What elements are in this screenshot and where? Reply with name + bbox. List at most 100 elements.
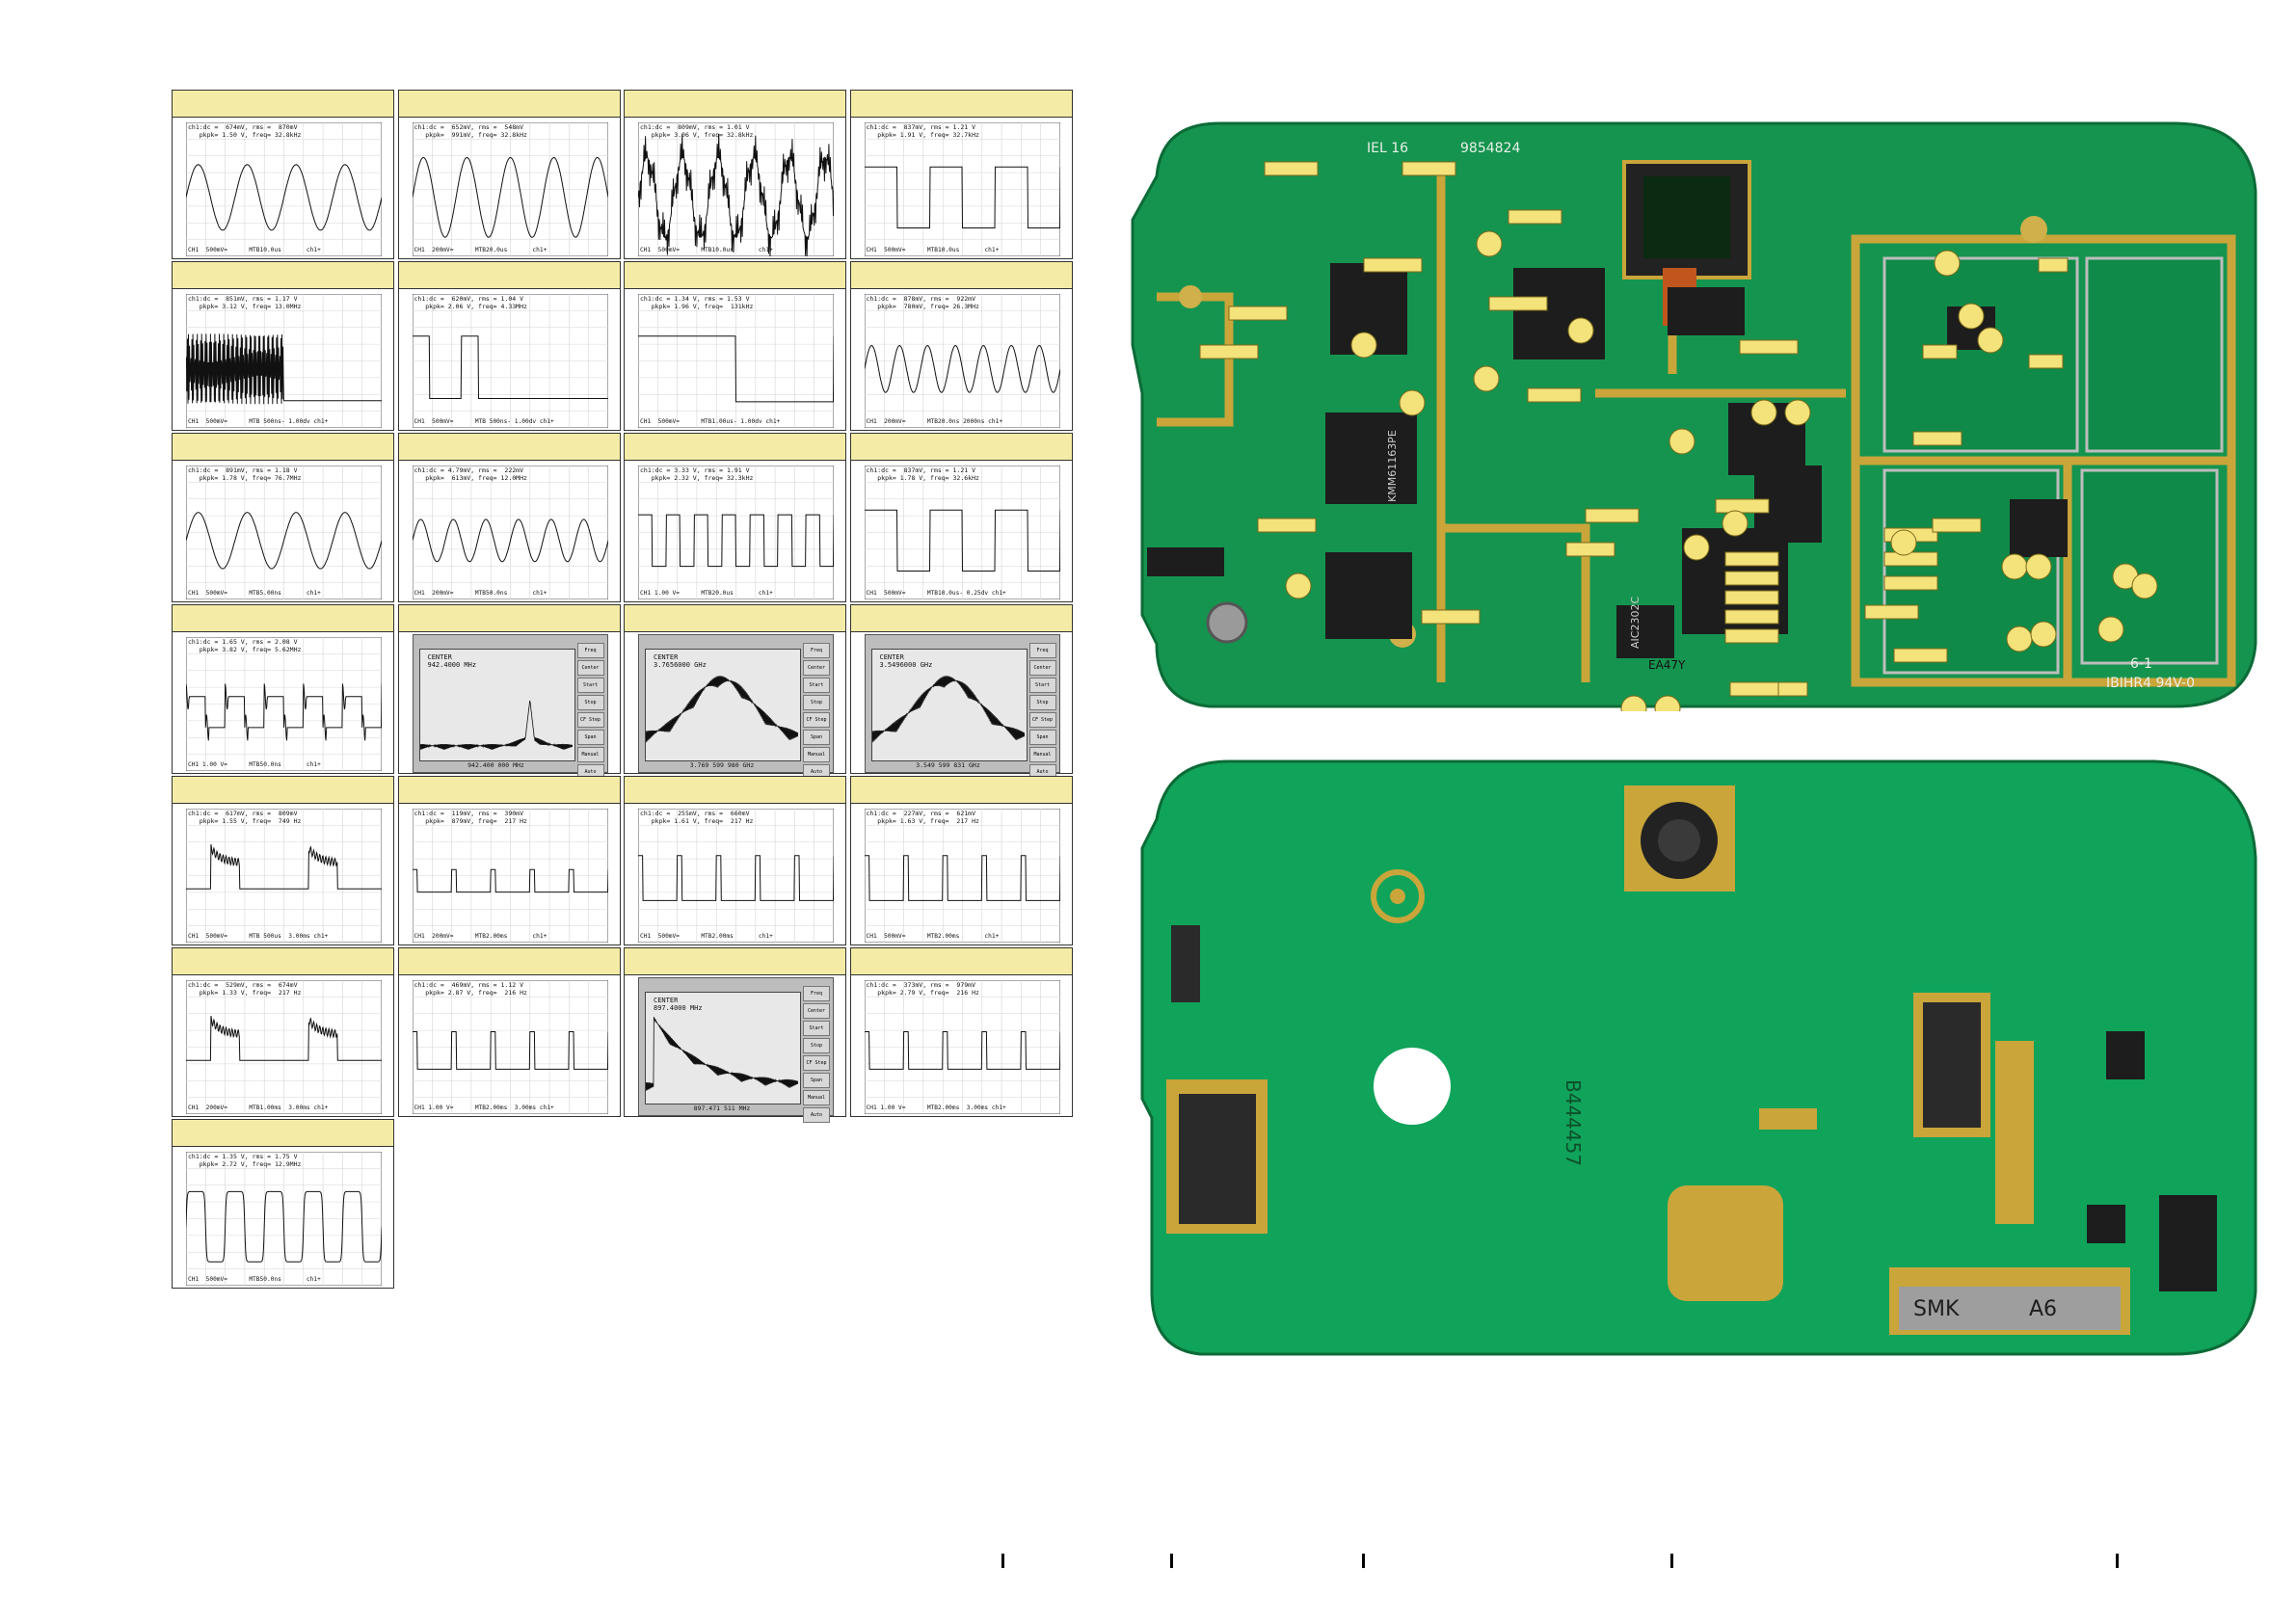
scope-trace-plot [638,294,834,428]
spectrum-softkey: Stop [803,1038,830,1053]
scope-cell-header [850,605,1072,632]
scope-trace-plot [186,122,382,256]
scope-trace [864,855,1060,901]
scope-measurement-readout: ch1:dc = 837mV, rms = 1.21 V pkpk= 1.78 … [866,466,979,482]
scope-cell-r3c2: ch1:dc = 4.79mV, rms = 222mV pkpk= 613mV… [397,433,621,602]
chip-label-aic: AIC2302C [1629,597,1642,649]
scale-tick [2116,1554,2119,1568]
scope-cell-header [173,948,393,975]
scope-cell-header [850,777,1072,804]
scope-cell-header [173,777,393,804]
scope-trace-plot [412,809,608,943]
spectrum-softkey: CF Step [803,1055,830,1071]
scope-cell-header [625,262,845,289]
scope-cell-header [398,777,620,804]
spectrum-softkey: CF Step [576,712,604,728]
scope-cell-header [625,605,845,632]
scope-trace [186,683,382,741]
spectrum-softkey: Center [576,660,604,676]
scope-measurement-readout: ch1:dc = 1.65 V, rms = 2.08 V pkpk= 3.82… [188,638,302,653]
spectrum-softkey: Manual [803,1090,830,1105]
scope-measurement-readout: ch1:dc = 119mV, rms = 390mV pkpk= 879mV,… [414,810,527,825]
spectrum-softkey: Center [1028,660,1056,676]
spectrum-softkey: Freq [803,643,830,658]
spectrum-trace-plot [646,1016,798,1092]
scope-trace-plot [412,122,608,256]
scope-settings-footer: CH1 500mV= MTB10.0us- 0.25dv ch1+ [866,590,1006,597]
scope-settings-footer: CH1 500mV= MTB2.00ms ch1+ [640,933,773,940]
scope-trace-plot [186,1152,382,1286]
scope-trace [186,1016,382,1061]
scope-measurement-readout: ch1:dc = 529mV, rms = 674mV pkpk= 1.33 V… [188,981,302,997]
scope-cell-r2c1: ch1:dc = 851mV, rms = 1.17 V pkpk= 3.12 … [172,261,394,431]
scope-trace-plot [638,122,834,256]
spectrum-softkey: Span [803,730,830,745]
scope-trace-plot [186,809,382,943]
scope-cell-header [625,91,845,118]
pcb-bottom-smk: SMK [1913,1297,1960,1321]
spectrum-softkey: CF Step [803,712,830,728]
scope-cell-header [173,262,393,289]
scope-settings-footer: CH1 500mV= MTB10.0us ch1+ [640,247,773,253]
scope-settings-footer: CH1 200mV= MTB1.00ms 3.00ms ch1+ [188,1104,329,1111]
pcb-silk-iel: IEL 16 [1367,141,1408,156]
spectrum-softkey: Center [803,1003,830,1019]
scope-settings-footer: CH1 200mV= MTB2.00ms ch1+ [414,933,547,940]
spectrum-display: CENTER 942.4000 MHz [418,649,575,761]
spectrum-display: CENTER 3.7656000 GHz [645,649,801,761]
scope-settings-footer: CH1 500mV= MTB50.0ns ch1+ [188,1276,321,1283]
spectrum-softkey: Auto [803,1107,830,1123]
spectrum-center-freq: CENTER 942.4000 MHz [427,653,477,669]
pcb-bottom-code: B444457 [1562,1079,1585,1166]
scope-cell-header [398,605,620,632]
scope-cell-r4c1: ch1:dc = 1.65 V, rms = 2.08 V pkpk= 3.82… [172,604,394,774]
scope-cell-r6c1: ch1:dc = 529mV, rms = 674mV pkpk= 1.33 V… [172,947,394,1117]
scope-cell-header [173,434,393,461]
scope-trace-plot [864,294,1060,428]
scope-trace-plot [412,466,608,599]
scope-trace [186,333,382,405]
scope-trace [186,164,382,231]
scope-cell-r5c3: ch1:dc = 255mV, rms = 660mV pkpk= 1.61 V… [624,776,846,945]
scope-trace-plot [864,809,1060,943]
scope-settings-footer: CH1 1.00 V= MTB50.0ns ch1+ [188,761,321,768]
chip-label-kmm: KMM61163PE [1386,430,1399,502]
scope-measurement-readout: ch1:dc = 652mV, rms = 548mV pkpk= 991mV,… [414,123,527,139]
scope-cell-header [625,434,845,461]
scope-cell-r5c4: ch1:dc = 227mV, rms = 621mV pkpk= 1.63 V… [849,776,1073,945]
spectrum-softkey: Span [1028,730,1056,745]
scope-trace-plot [638,466,834,599]
scope-trace [412,519,608,563]
scope-cell-header [173,91,393,118]
scope-trace-plot [412,980,608,1114]
pcb-silk-ea47y: EA47Y [1648,658,1686,672]
spectrum-trace-plot [871,676,1025,743]
scope-cell-header [173,605,393,632]
spectrum-center-freq: CENTER 3.7656000 GHz [654,653,707,669]
scope-trace [864,166,1060,228]
scope-cell-header [850,948,1072,975]
scope-settings-footer: CH1 500mV= MTB5.00ns ch1+ [188,590,321,597]
scope-cell-header [398,948,620,975]
scope-cell-r3c3: ch1:dc = 3.33 V, rms = 1.91 V pkpk= 2.32… [624,433,846,602]
scope-trace-plot [186,637,382,771]
spectrum-softkey: Start [803,1021,830,1036]
scope-measurement-readout: ch1:dc = 255mV, rms = 660mV pkpk= 1.61 V… [640,810,754,825]
spectrum-softkey: Freq [803,986,830,1001]
scope-trace [638,514,834,568]
scope-trace [412,868,608,893]
scope-settings-footer: CH1 200mV= MTB20.0us ch1+ [414,247,547,253]
spectrum-trace [646,1016,798,1092]
spectrum-marker-freq: 942.400 000 MHz [467,761,524,769]
scope-measurement-readout: ch1:dc = 837mV, rms = 1.21 V pkpk= 1.91 … [866,123,979,139]
scope-trace [638,133,834,256]
scope-settings-footer: CH1 500mV= MTB10.0us ch1+ [866,247,1000,253]
spectrum-marker-freq: 3.769 599 980 GHz [689,761,755,769]
pcb-top-side-photo: IEL 16 9854824 6-1 IBIHR4 94V-0 EA47Y KM… [1131,121,2257,711]
